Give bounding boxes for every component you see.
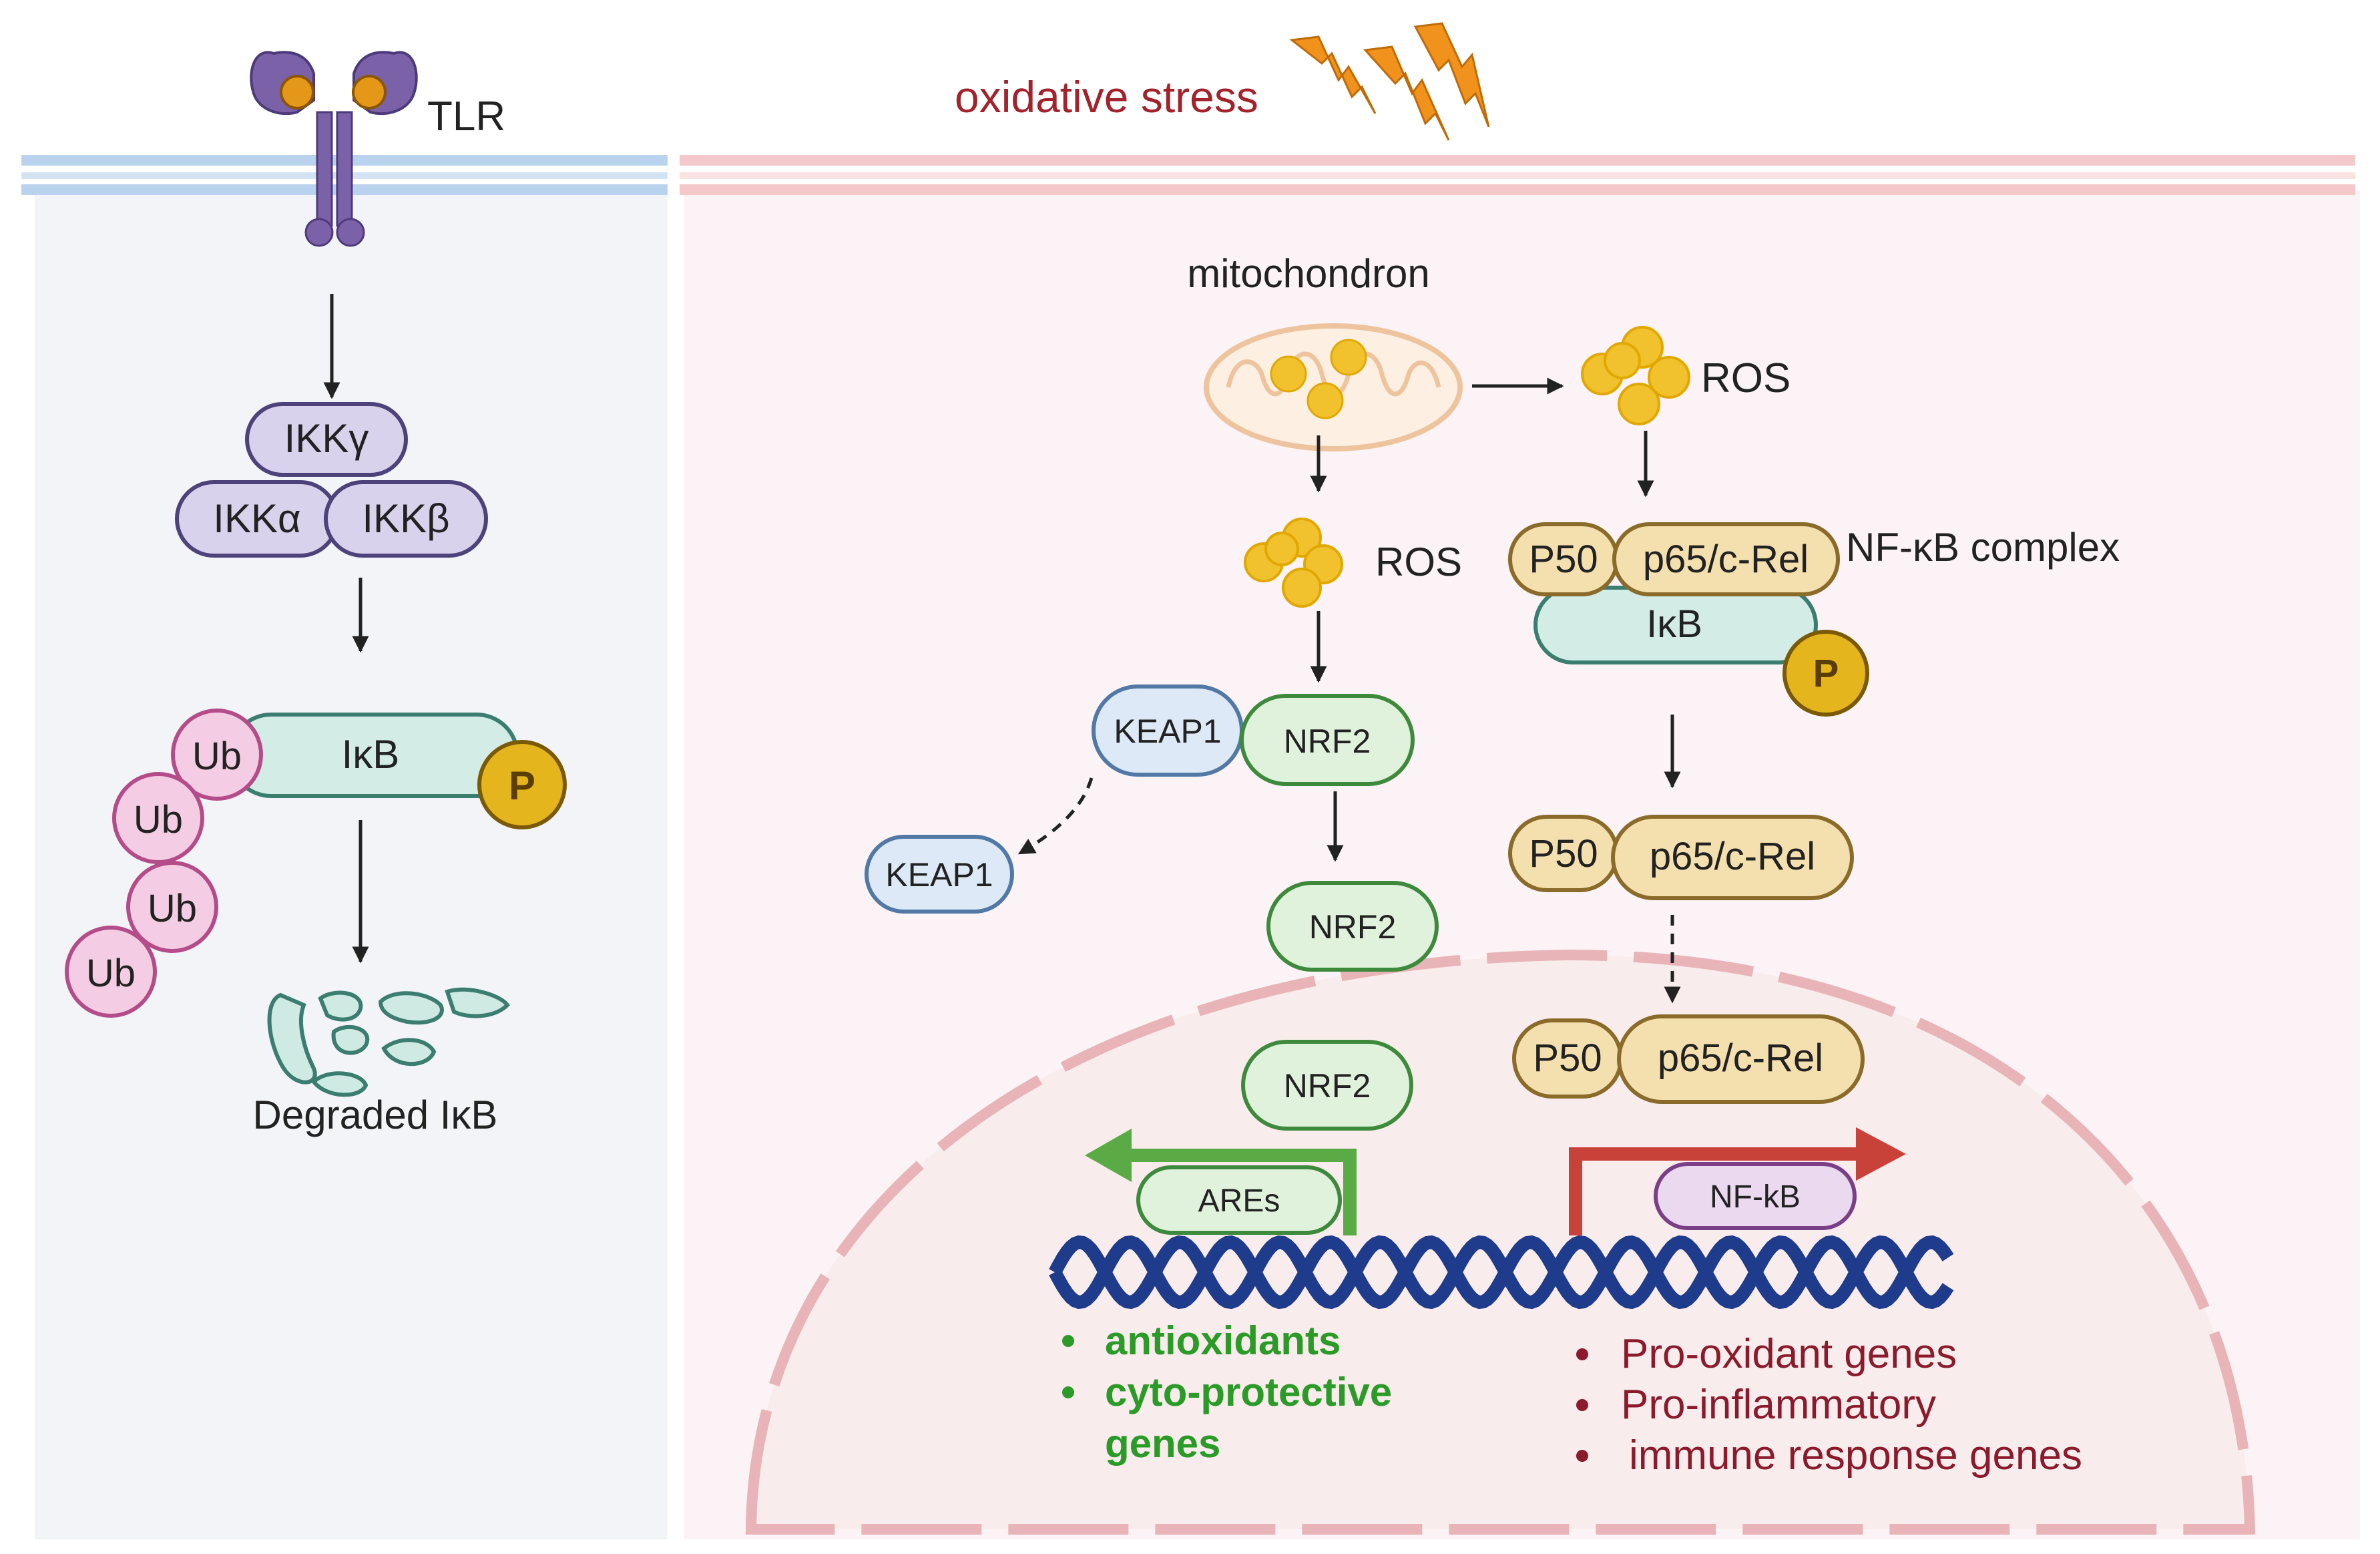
oxidative-stress-label: oxidative stress xyxy=(955,72,1258,122)
ikb-label: IκB xyxy=(342,732,400,777)
mitochondrion-icon xyxy=(1204,323,1463,451)
ikk-gamma-box xyxy=(245,402,408,477)
ros-cluster-icon xyxy=(1581,326,1690,425)
red-bullet-3 xyxy=(1576,1450,1588,1462)
ros-label-left: ROS xyxy=(1375,540,1462,584)
right-membrane xyxy=(680,155,2355,195)
lightning-icon xyxy=(1289,22,1490,141)
nfkb-promoter-arrow xyxy=(1569,1147,1856,1235)
p50-label-2: P50 xyxy=(1529,832,1598,876)
phospho-right-label: P xyxy=(1813,652,1839,695)
p65-box-1 xyxy=(1612,522,1840,596)
p65-label-1: p65/c-Rel xyxy=(1643,538,1809,581)
green-bullet-2 xyxy=(1062,1386,1074,1398)
ros-cluster-icon xyxy=(1244,518,1343,608)
nfkb-complex-label: NF-κB complex xyxy=(1846,525,2120,570)
ub-label-1: Ub xyxy=(192,735,242,778)
ikk-alpha-label: IKKα xyxy=(213,496,300,541)
ikk-beta-label: IKKβ xyxy=(362,496,449,541)
nucleus xyxy=(745,949,2256,1535)
left-panel: TLR IKKγ IKKα IKKβ IκB P Ub Ub Ub Ub xyxy=(21,51,668,1539)
keap1-free-label: KEAP1 xyxy=(885,856,993,894)
ub-circle-1 xyxy=(171,709,263,801)
nrf2-free-label: NRF2 xyxy=(1309,908,1397,946)
red-outcome-2: Pro-inflammatory xyxy=(1621,1382,1936,1428)
right-panel: oxidative stress mitochondron ROS xyxy=(680,22,2360,1539)
red-bullet-2 xyxy=(1576,1399,1588,1411)
dna-helix-icon xyxy=(1049,1235,1954,1310)
left-cytoplasm xyxy=(35,190,668,1539)
nfkb-dna-box xyxy=(1654,1162,1857,1230)
red-outcome-3: immune response genes xyxy=(1629,1432,2082,1479)
degraded-ikb-label: Degraded IκB xyxy=(253,1093,498,1137)
ub-label-4: Ub xyxy=(86,952,136,995)
ikk-complex: IKKγ IKKα IKKβ xyxy=(175,402,488,558)
green-bullet-1 xyxy=(1062,1335,1074,1347)
phospho-label: P xyxy=(509,763,535,808)
ares-box xyxy=(1136,1165,1342,1235)
ub-label-2: Ub xyxy=(134,798,183,841)
ares-promoter-arrow xyxy=(1122,1149,1357,1235)
ikk-gamma-label: IKKγ xyxy=(284,416,369,461)
red-outcome-list: Pro-oxidant genes Pro-inflammatory immun… xyxy=(1576,1331,2082,1479)
phospho-circle xyxy=(477,740,567,829)
tlr-label: TLR xyxy=(427,93,505,140)
green-outcome-2: cyto-protective genes xyxy=(1105,1370,1403,1466)
ubiquitinated-ikb: IκB P Ub Ub Ub Ub xyxy=(65,709,567,1018)
p50-label-3: P50 xyxy=(1533,1036,1602,1080)
ub-circle-4 xyxy=(65,926,157,1018)
nfkb-ikb-complex: IκB P50 p65/c-Rel P xyxy=(1508,522,1869,717)
nrf2-nuclear-label: NRF2 xyxy=(1284,1067,1371,1105)
nrf2-free-box xyxy=(1266,881,1439,972)
keap1-free-box xyxy=(865,835,1014,914)
ares-arrowhead xyxy=(1085,1129,1132,1182)
p65-label-2: p65/c-Rel xyxy=(1650,835,1815,878)
degraded-fragments-icon xyxy=(267,987,510,1097)
mitochondrion-label: mitochondron xyxy=(1187,251,1430,296)
tlr-receptor-icon xyxy=(250,51,418,247)
ikb-right-label: IκB xyxy=(1646,602,1702,646)
nrf2-bound-label: NRF2 xyxy=(1284,723,1371,760)
nfkb-dna-label: NF-kB xyxy=(1710,1179,1801,1215)
phospho-right xyxy=(1782,630,1869,717)
nrf2-bound-box xyxy=(1240,694,1415,786)
arrow-keap-release xyxy=(1017,777,1094,855)
nfkb-promoter-arrowhead xyxy=(1856,1127,1906,1181)
green-outcome-list: antioxidants cyto-protective genes xyxy=(1062,1318,1403,1466)
p65-box-3 xyxy=(1617,1014,1865,1104)
ares-label: AREs xyxy=(1198,1183,1280,1219)
ub-label-3: Ub xyxy=(148,887,197,930)
green-outcome-1: antioxidants xyxy=(1105,1318,1341,1363)
keap1-bound-label: KEAP1 xyxy=(1114,713,1221,750)
red-outcome-1: Pro-oxidant genes xyxy=(1621,1331,1957,1377)
ub-circle-2 xyxy=(112,772,204,864)
p65-box-2 xyxy=(1611,815,1854,900)
ub-circle-3 xyxy=(126,861,218,953)
red-bullet-1 xyxy=(1576,1348,1588,1360)
p65-label-3: p65/c-Rel xyxy=(1658,1036,1823,1080)
nrf2-nuclear-box xyxy=(1241,1040,1413,1131)
ikk-beta-box xyxy=(324,480,488,558)
p50-label-1: P50 xyxy=(1529,538,1598,581)
ros-label-top: ROS xyxy=(1701,355,1791,401)
